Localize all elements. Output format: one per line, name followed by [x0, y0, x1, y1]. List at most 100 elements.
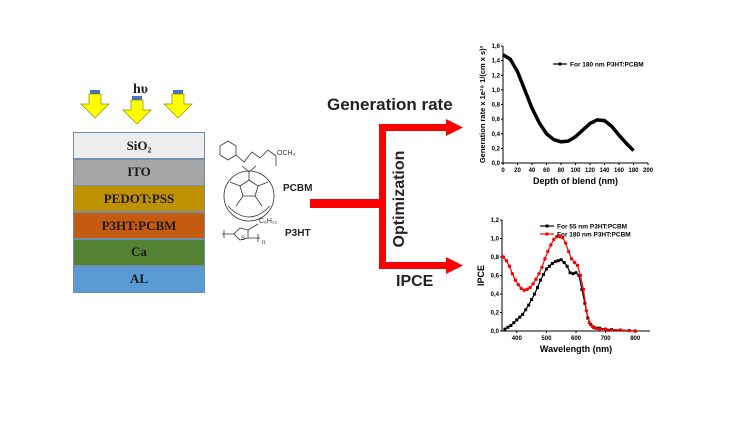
data-point [549, 243, 553, 247]
x-tick-label: 80 [558, 168, 565, 174]
light-arrow-icon [163, 90, 193, 119]
data-point [541, 273, 545, 277]
branch-vertical [379, 124, 386, 269]
data-point [537, 271, 541, 276]
n-label: n [262, 240, 266, 246]
data-point [597, 327, 602, 331]
y-tick-label: 0,4 [491, 292, 500, 298]
data-point [581, 287, 586, 292]
layer-2: PEDOT:PSS [73, 185, 205, 213]
data-point [543, 257, 547, 261]
data-point [556, 259, 560, 263]
data-point [569, 257, 574, 261]
data-point [510, 271, 515, 276]
data-point [513, 278, 518, 282]
y-tick-label: 0,2 [491, 311, 500, 317]
data-point [578, 273, 583, 278]
data-point [584, 308, 589, 313]
data-point [512, 321, 516, 325]
data-point [555, 234, 559, 239]
layer-1: ITO [73, 158, 205, 186]
data-point [559, 258, 563, 262]
x-tick-label: 180 [628, 168, 639, 174]
x-tick-label: 700 [601, 336, 612, 342]
y-axis-label: Generation rate x 1e²⁸ 1/(cm x s)³ [478, 45, 487, 163]
data-point [518, 315, 522, 319]
layer-4: Ca [73, 238, 205, 266]
sulfur-label: S [241, 236, 246, 242]
data-point [534, 277, 538, 281]
x-axis-label: Depth of blend (nm) [533, 176, 618, 186]
y-tick-label: 1,0 [491, 237, 500, 243]
legend-label: For 180 nm P3HT:PCBM [557, 232, 631, 239]
x-tick-label: 800 [630, 336, 641, 342]
data-point [572, 260, 577, 265]
data-point [536, 286, 540, 290]
data-point [501, 255, 506, 259]
data-point [552, 237, 556, 242]
data-point [566, 249, 571, 254]
y-tick-label: 0,0 [491, 329, 500, 335]
light-label: hυ [133, 82, 149, 97]
data-point [528, 285, 532, 290]
ipce-label: IPCE [396, 273, 434, 290]
data-point [565, 264, 569, 268]
layer-5: AL [73, 265, 205, 293]
x-tick-label: 500 [541, 336, 552, 342]
legend-label: For 55 nm P3HT:PCBM [557, 224, 627, 231]
data-point [575, 263, 580, 268]
x-axis-label: Wavelength (nm) [540, 344, 612, 354]
data-point [507, 264, 512, 268]
data-point [550, 261, 554, 265]
x-tick-label: 600 [571, 336, 582, 342]
y-tick-label: 1,2 [491, 218, 500, 224]
data-point [504, 259, 509, 263]
x-tick-label: 120 [585, 168, 596, 174]
p3ht-label: P3HT [285, 228, 311, 239]
data-point [593, 326, 597, 330]
y-tick-label: 0,8 [491, 255, 500, 261]
thiophene-ring-icon [233, 227, 249, 241]
layer-3: P3HT:PCBM [73, 212, 205, 240]
data-point [522, 288, 526, 292]
arrow-right-icon [446, 119, 463, 136]
data-point [560, 235, 565, 240]
data-point [515, 318, 519, 322]
data-point [533, 292, 537, 296]
data-point [633, 329, 637, 333]
arrow-right-icon [446, 257, 463, 274]
data-point [521, 312, 525, 316]
data-point [590, 324, 594, 329]
layer-0: SiO₂ [73, 132, 205, 159]
x-tick-label: 140 [599, 168, 610, 174]
data-point [571, 272, 575, 276]
data-point [506, 325, 510, 329]
x-tick-label: 400 [512, 336, 523, 342]
y-tick-label: 0,0 [492, 161, 501, 167]
y-tick-label: 0,8 [492, 103, 501, 109]
data-point [531, 282, 535, 286]
y-tick-label: 1,6 [492, 44, 501, 50]
series-line [504, 259, 636, 332]
pcbm-label: PCBM [283, 183, 313, 194]
data-point [544, 267, 548, 271]
data-point [558, 234, 562, 239]
data-point [527, 303, 531, 307]
fullerene-icon [223, 170, 275, 222]
och3-label: OCH₃ [277, 150, 296, 157]
data-point [530, 298, 534, 302]
x-tick-label: 60 [543, 168, 550, 174]
data-point [618, 328, 623, 332]
main-arrow-shaft [310, 199, 386, 208]
legend-marker [558, 62, 562, 66]
data-point [519, 286, 523, 291]
data-point [627, 328, 631, 333]
data-point [563, 241, 568, 245]
data-point [503, 327, 507, 331]
y-tick-label: 0,4 [492, 132, 501, 138]
data-point [609, 328, 614, 332]
data-point [587, 320, 592, 325]
